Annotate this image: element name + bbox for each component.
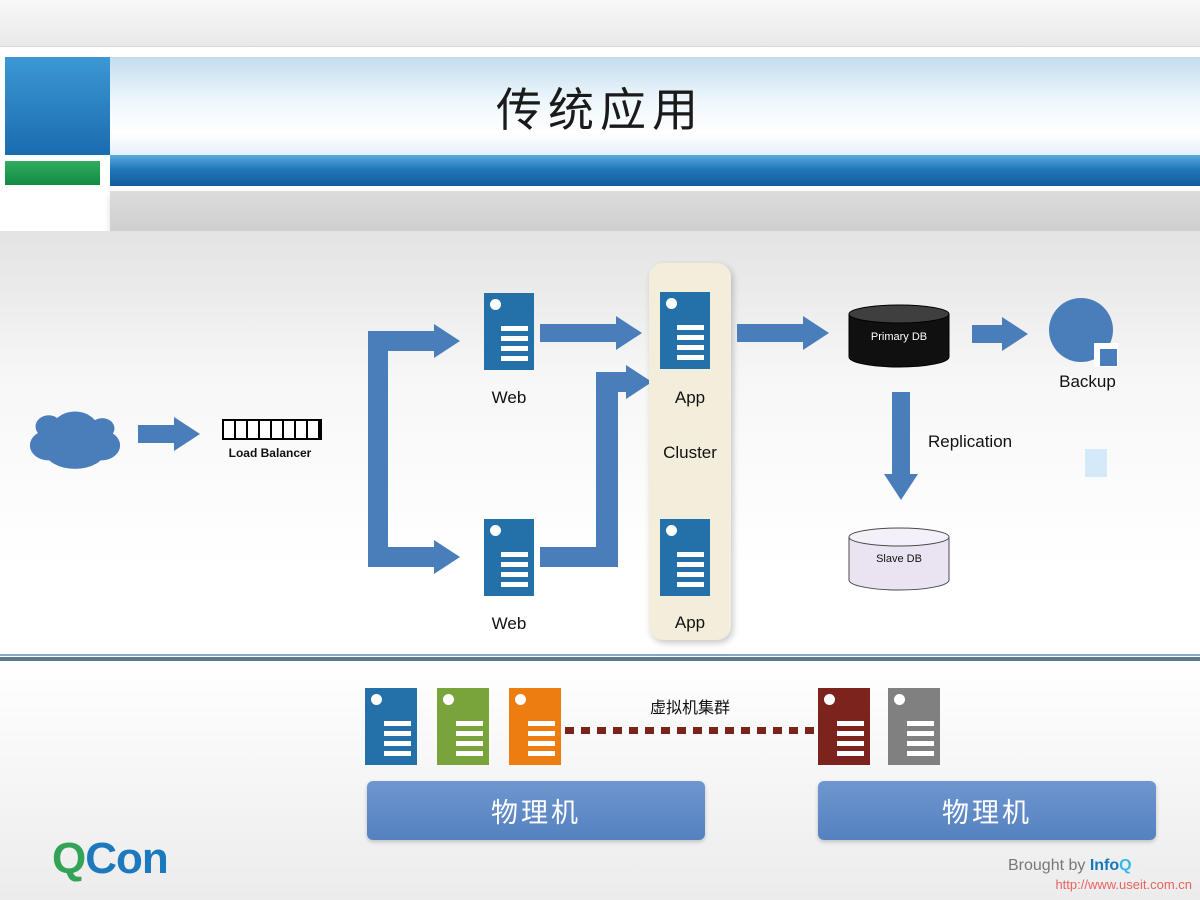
arrow-cloud-to-lb [138, 425, 174, 443]
header-green-bar [5, 161, 100, 185]
load-balancer-label: Load Balancer [228, 446, 312, 460]
vm-cluster-label: 虚拟机集群 [649, 698, 730, 717]
arrowhead-cluster-to-primarydb [803, 316, 829, 350]
server-dot [824, 694, 835, 705]
server-dot [894, 694, 905, 705]
server-dot [490, 299, 501, 310]
web-top-label: Web [491, 388, 527, 407]
app-server-bottom-icon [660, 519, 710, 596]
server-dot [371, 694, 382, 705]
watermark-url: http://www.useit.com.cn [1055, 877, 1192, 892]
server-lines [677, 325, 704, 360]
web-bottom-label: Web [491, 614, 527, 633]
arrowhead-replication [884, 474, 918, 500]
arrow-webtop-to-app [540, 324, 618, 342]
arrowhead-primarydb-to-backup [1002, 317, 1028, 351]
qcon-logo-con: Con [85, 834, 169, 883]
cluster-label: Cluster [663, 443, 717, 462]
branch-bottom-arm [368, 547, 434, 567]
header-blue-square [5, 57, 110, 155]
brought-by-line: Brought by InfoQ [1008, 857, 1132, 875]
server-dot [666, 525, 677, 536]
server-lines [501, 552, 528, 587]
backup-disk-icon [1048, 297, 1118, 367]
elbow-webbottom-top-arm [596, 372, 628, 392]
vm-cluster-dotted-line [565, 727, 818, 734]
server-lines [907, 721, 934, 756]
vm-server-darkred-icon [818, 688, 870, 765]
top-strip [0, 0, 1200, 47]
web-server-top-icon [484, 293, 534, 370]
cloud-icon [28, 396, 122, 474]
arrow-cluster-to-primarydb [737, 324, 805, 342]
arrowhead-webbottom-to-app [626, 365, 652, 399]
web-server-bottom-icon [484, 519, 534, 596]
primary-db-label: Primary DB [870, 331, 928, 343]
arrowhead-webtop-to-app [616, 316, 642, 350]
arrowhead-cloud-to-lb [174, 417, 200, 451]
primary-db-cylinder-icon: Primary DB [848, 304, 950, 370]
app-server-top-icon [660, 292, 710, 369]
server-lines [677, 552, 704, 587]
vm-server-gray-icon [888, 688, 940, 765]
slave-db-label: Slave DB [876, 553, 922, 565]
brought-by-text: Brought by [1008, 857, 1090, 874]
app-top-label: App [674, 388, 706, 407]
app-bottom-label: App [674, 613, 706, 632]
server-lines [501, 326, 528, 361]
header-blue-band [110, 155, 1200, 186]
decorative-square [1085, 449, 1107, 477]
server-dot [515, 694, 526, 705]
header-gray-band [110, 191, 1200, 231]
physical-machine-left: 物理机 [367, 781, 705, 840]
qcon-logo-q: Q [52, 834, 86, 883]
server-dot [490, 525, 501, 536]
divider-line-dark [0, 657, 1200, 661]
arrow-replication-body [892, 392, 910, 476]
arrow-primarydb-to-backup [972, 325, 1004, 343]
arrowhead-to-web-top [434, 324, 460, 358]
server-dot [666, 298, 677, 309]
vm-server-green-icon [437, 688, 489, 765]
qcon-logo: QCon [52, 834, 169, 884]
load-balancer-icon [222, 419, 322, 440]
slide-title: 传统应用 [496, 83, 704, 137]
header-title-band [110, 57, 1200, 155]
replication-label: Replication [928, 432, 1013, 451]
physical-machine-right: 物理机 [818, 781, 1156, 840]
vm-server-orange-icon [509, 688, 561, 765]
elbow-webbottom-vertical [596, 372, 618, 567]
backup-label: Backup [1059, 372, 1116, 391]
branch-vertical-line [368, 331, 388, 567]
server-dot [443, 694, 454, 705]
physical-machine-left-label: 物理机 [491, 798, 581, 829]
server-lines [528, 721, 555, 756]
slave-db-cylinder-icon: Slave DB [848, 527, 950, 593]
infoq-logo-q: Q [1119, 857, 1132, 874]
server-lines [384, 721, 411, 756]
arrowhead-to-web-bottom [434, 540, 460, 574]
branch-top-arm [368, 331, 434, 351]
divider-line-light [0, 654, 1200, 656]
server-lines [837, 721, 864, 756]
vm-server-blue-icon [365, 688, 417, 765]
infoq-logo-info: Info [1089, 857, 1120, 874]
physical-machine-right-label: 物理机 [942, 798, 1032, 829]
server-lines [456, 721, 483, 756]
